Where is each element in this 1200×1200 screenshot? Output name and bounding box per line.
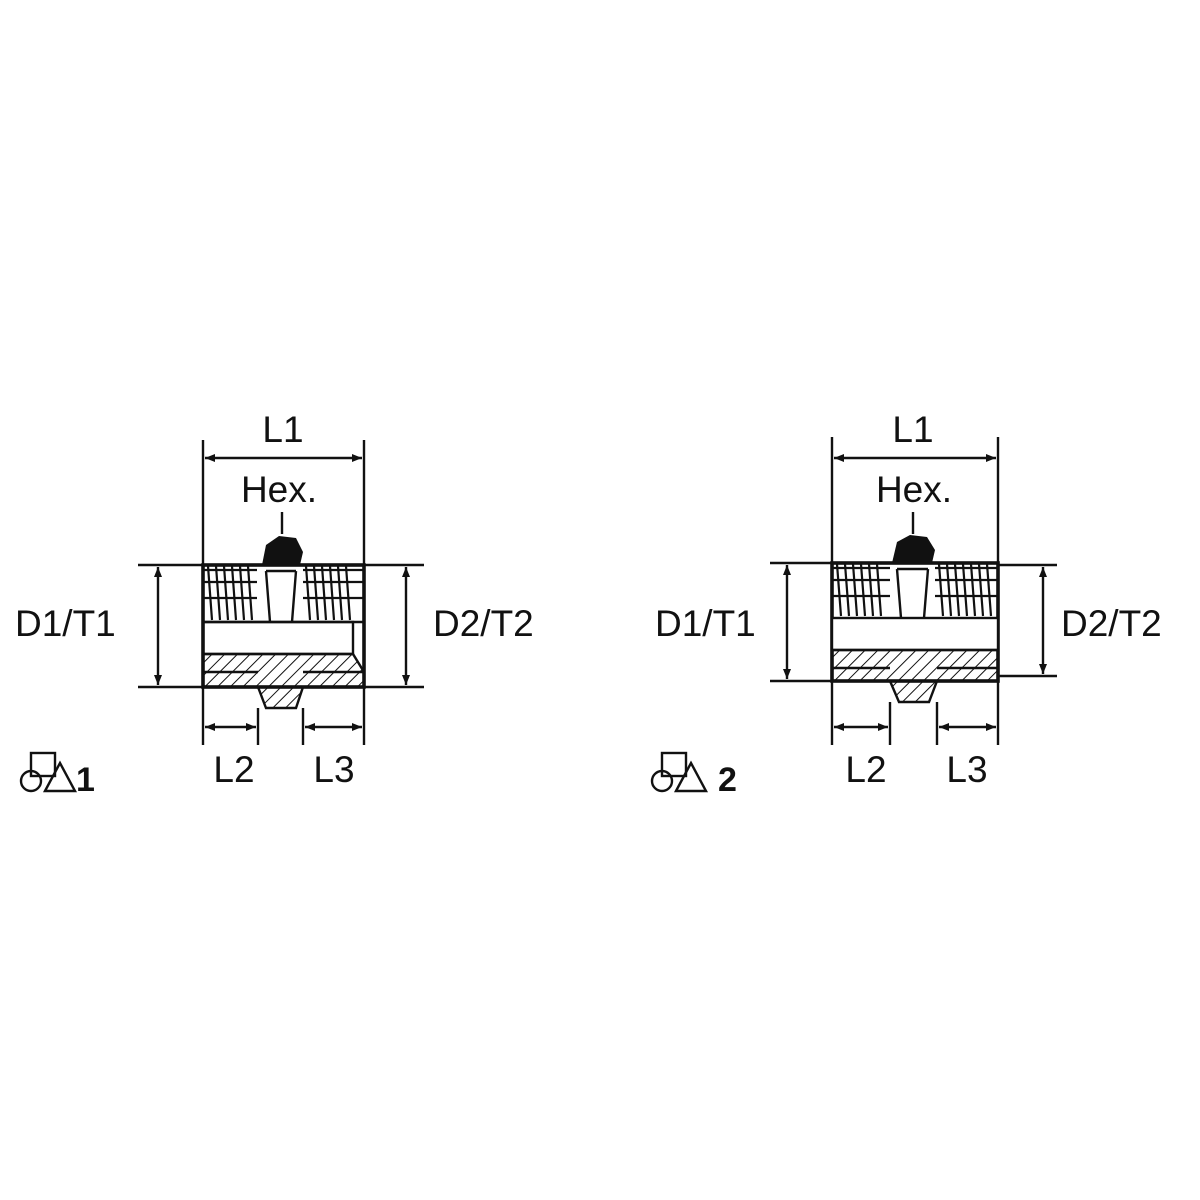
fitting-view-2: L1 Hex. D1/T1 bbox=[650, 409, 1162, 799]
label-d2-t2: D2/T2 bbox=[433, 603, 534, 644]
type-marker-1: 1 bbox=[19, 751, 95, 799]
dimension-l3: L3 bbox=[301, 687, 366, 790]
section-hatch bbox=[830, 648, 1000, 704]
section-hatch bbox=[201, 652, 366, 710]
dimension-l1: L1 bbox=[201, 409, 366, 565]
hex-nut-icon bbox=[262, 536, 303, 565]
label-l2: L2 bbox=[213, 749, 254, 790]
label-l1: L1 bbox=[892, 409, 933, 450]
dimension-d1-t1: D1/T1 bbox=[655, 561, 832, 683]
label-l3: L3 bbox=[313, 749, 354, 790]
dimension-l3: L3 bbox=[935, 681, 1000, 790]
label-hex: Hex. bbox=[876, 469, 952, 510]
fitting-body bbox=[201, 536, 366, 710]
dimension-d2-t2: D2/T2 bbox=[998, 563, 1162, 678]
dimension-l1: L1 bbox=[830, 409, 1000, 565]
thread-top bbox=[203, 565, 364, 621]
label-d2-t2: D2/T2 bbox=[1061, 603, 1162, 644]
circle-triangle-symbol-icon bbox=[650, 751, 709, 793]
label-l2: L2 bbox=[845, 749, 886, 790]
dimension-l2: L2 bbox=[830, 681, 892, 790]
fitting-body bbox=[830, 535, 1000, 704]
hex-nut-icon bbox=[892, 535, 935, 563]
label-d1-t1: D1/T1 bbox=[15, 603, 116, 644]
type-marker-2: 2 bbox=[650, 751, 737, 799]
type-number: 1 bbox=[76, 761, 95, 799]
label-l1: L1 bbox=[262, 409, 303, 450]
thread-top bbox=[832, 563, 998, 617]
label-hex: Hex. bbox=[241, 469, 317, 510]
label-d1-t1: D1/T1 bbox=[655, 603, 756, 644]
type-number: 2 bbox=[718, 761, 737, 799]
circle-triangle-symbol-icon bbox=[19, 751, 78, 793]
dimension-d2-t2: D2/T2 bbox=[364, 563, 534, 689]
fitting-view-1: L1 Hex. bbox=[15, 409, 534, 799]
label-l3: L3 bbox=[946, 749, 987, 790]
dimension-l2: L2 bbox=[201, 687, 260, 790]
dimension-d1-t1: D1/T1 bbox=[15, 563, 203, 689]
